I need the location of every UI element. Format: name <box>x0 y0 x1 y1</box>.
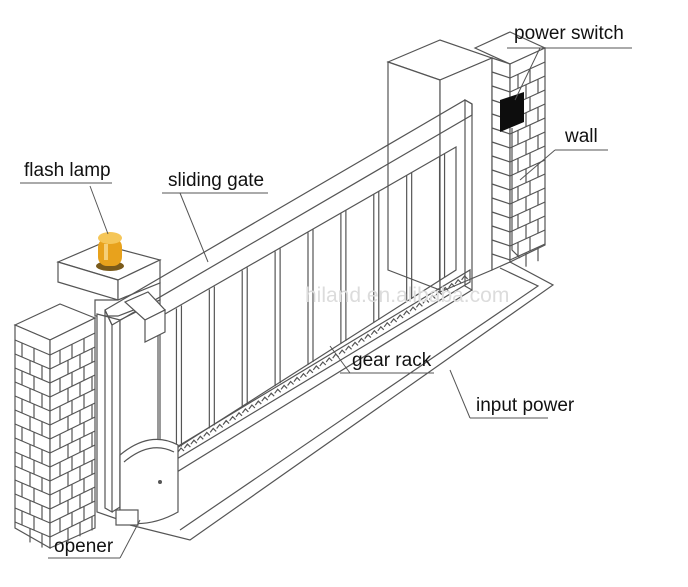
brick-course <box>14 409 51 426</box>
leader-lines <box>20 47 632 559</box>
brick-course <box>14 521 51 538</box>
brick-course <box>509 201 546 219</box>
label-flash-lamp: flash lamp <box>24 160 111 181</box>
label-sliding-gate: sliding gate <box>168 170 264 191</box>
flash-lamp-icon <box>96 232 124 271</box>
label-input-power: input power <box>476 395 575 416</box>
brick-course <box>509 243 546 261</box>
brick-course <box>49 332 96 356</box>
brick-course <box>49 514 96 538</box>
brick-course <box>509 75 546 93</box>
brick-course <box>14 423 51 440</box>
gate-guide-bracket <box>123 291 166 343</box>
brick-course <box>509 215 546 233</box>
brick-course <box>49 402 96 426</box>
brick-course <box>491 169 511 177</box>
label-power-switch: power switch <box>514 23 624 44</box>
right-pillar <box>386 39 494 293</box>
brick-course <box>491 239 511 247</box>
brick-course <box>14 353 51 370</box>
sliding-gate <box>104 98 473 514</box>
brick-course <box>509 159 546 177</box>
brick-course <box>509 131 546 149</box>
brick-course <box>14 381 51 398</box>
watermark: hiland.en.alibaba.com <box>305 284 509 307</box>
brick-course <box>491 155 511 163</box>
label-wall: wall <box>564 126 598 147</box>
brick-course <box>49 500 96 524</box>
left-brick-wall <box>13 303 97 550</box>
brick-course <box>49 472 96 496</box>
brick-course <box>14 465 51 482</box>
brick-course <box>491 225 511 233</box>
label-opener: opener <box>54 536 114 557</box>
brick-course <box>49 374 96 398</box>
gate-opener-icon <box>115 438 179 526</box>
label-gear-rack: gear rack <box>352 350 432 371</box>
brick-course <box>491 197 511 205</box>
brick-course <box>49 444 96 468</box>
brick-course <box>49 388 96 412</box>
brick-course <box>491 141 511 149</box>
brick-course <box>49 458 96 482</box>
brick-course <box>509 117 546 135</box>
brick-course <box>491 71 511 79</box>
brick-course <box>14 437 51 454</box>
brick-course <box>14 367 51 384</box>
brick-course <box>14 507 51 524</box>
brick-course <box>49 360 96 384</box>
brick-course <box>49 486 96 510</box>
ground-outline <box>129 261 555 541</box>
brick-course <box>509 145 546 163</box>
brick-course <box>491 183 511 191</box>
brick-course <box>14 395 51 412</box>
brick-course <box>509 173 546 191</box>
brick-course <box>491 211 511 219</box>
brick-course <box>509 229 546 247</box>
power-switch-box-icon <box>500 92 524 259</box>
brick-course <box>491 85 511 93</box>
brick-course <box>14 451 51 468</box>
brick-course <box>14 479 51 496</box>
brick-course <box>14 339 51 356</box>
brick-course <box>14 493 51 510</box>
brick-course <box>49 346 96 370</box>
brick-course <box>509 187 546 205</box>
brick-course <box>509 61 546 79</box>
brick-course <box>49 416 96 440</box>
brick-course <box>49 430 96 454</box>
brick-course <box>491 253 511 261</box>
